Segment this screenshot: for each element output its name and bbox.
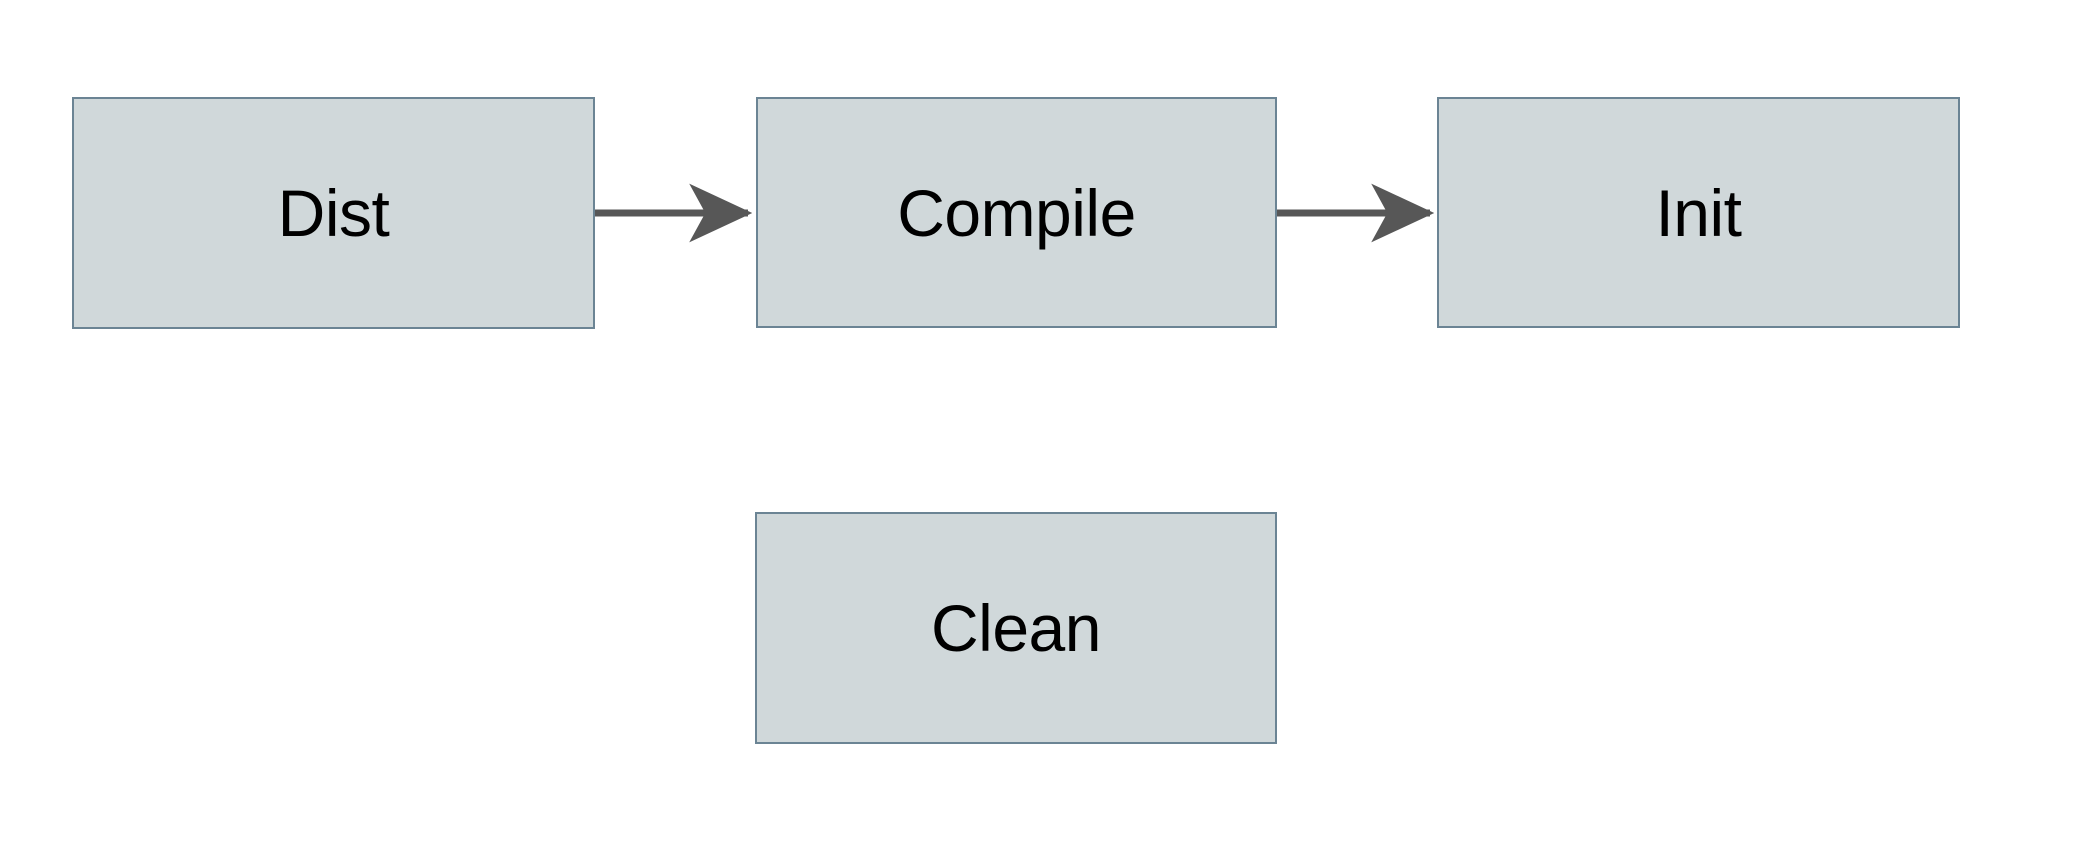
node-clean[interactable]: Clean [755,512,1277,744]
node-init[interactable]: Init [1437,97,1960,328]
edge-compile-to-init-hitbox[interactable] [1277,196,1437,230]
node-dist[interactable]: Dist [72,97,595,329]
edge-dist-to-compile-hitbox[interactable] [595,196,756,230]
node-clean-label: Clean [931,591,1101,665]
node-compile[interactable]: Compile [756,97,1277,328]
node-compile-label: Compile [897,175,1136,250]
node-init-label: Init [1655,175,1742,250]
node-dist-label: Dist [277,176,390,250]
